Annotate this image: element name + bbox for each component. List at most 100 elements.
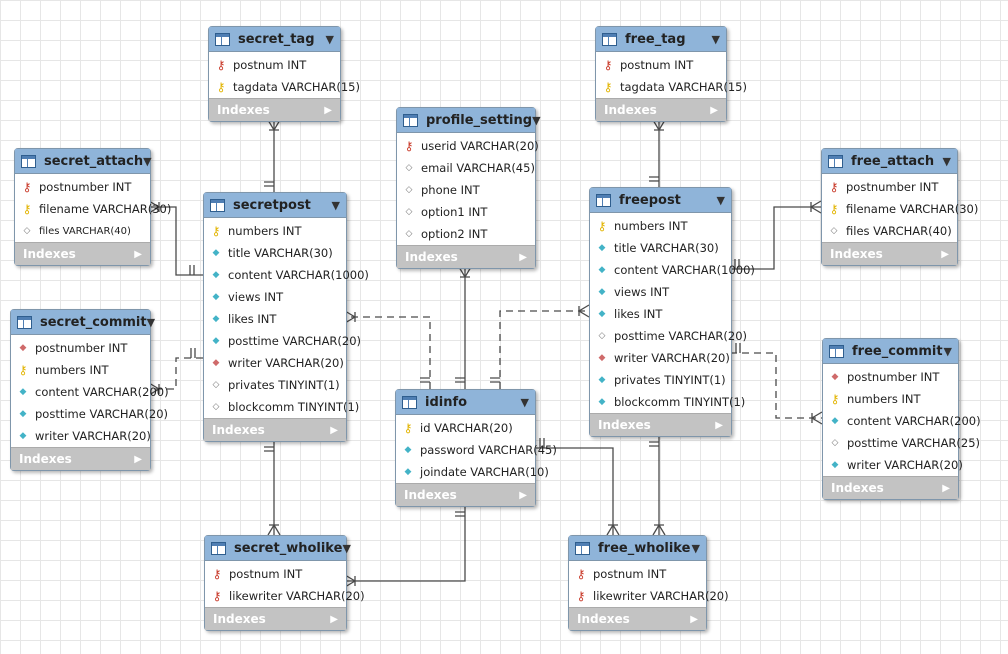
column-row[interactable]: ◆posttime VARCHAR(20): [204, 330, 362, 352]
indexes-footer[interactable]: Indexes▶: [569, 607, 706, 630]
column-row[interactable]: ◇phone INT: [397, 179, 535, 201]
indexes-footer[interactable]: Indexes▶: [15, 242, 150, 265]
column-row[interactable]: ⚷postnum INT: [209, 54, 340, 76]
column-row[interactable]: ◆content VARCHAR(200): [11, 381, 169, 403]
table-secret-commit[interactable]: secret_commit ▼ ◆postnumber INT ⚷numbers…: [10, 309, 169, 471]
indexes-footer[interactable]: Indexes▶: [204, 418, 346, 441]
column-row[interactable]: ⚷userid VARCHAR(20): [397, 135, 539, 157]
column-row[interactable]: ⚷postnum INT: [596, 54, 726, 76]
table-free-attach[interactable]: free_attach ▼ ⚷postnumber INT ⚷filename …: [821, 148, 979, 266]
column-row[interactable]: ◆writer VARCHAR(20): [11, 425, 151, 447]
column-row[interactable]: ⚷postnum INT: [205, 563, 346, 585]
column-row[interactable]: ⚷postnum INT: [569, 563, 706, 585]
column-row[interactable]: ⚷tagdata VARCHAR(15): [596, 76, 747, 98]
column-row[interactable]: ◇email VARCHAR(45): [397, 157, 535, 179]
table-idinfo[interactable]: idinfo ▼ ⚷id VARCHAR(20) ◆password VARCH…: [395, 389, 557, 507]
table-header[interactable]: free_wholike ▼: [569, 536, 706, 561]
column-row[interactable]: ⚷numbers INT: [204, 220, 346, 242]
column-row[interactable]: ◇privates TINYINT(1): [204, 374, 346, 396]
chevron-down-icon[interactable]: ▼: [143, 154, 152, 168]
chevron-right-icon[interactable]: ▶: [330, 613, 338, 625]
column-row[interactable]: ◆password VARCHAR(45): [396, 439, 557, 461]
column-row[interactable]: ⚷id VARCHAR(20): [396, 417, 535, 439]
chevron-right-icon[interactable]: ▶: [519, 489, 527, 501]
column-row[interactable]: ◆content VARCHAR(200): [823, 410, 981, 432]
table-header[interactable]: secretpost ▼: [204, 193, 346, 218]
chevron-down-icon[interactable]: ▼: [711, 32, 720, 46]
chevron-right-icon[interactable]: ▶: [690, 613, 698, 625]
column-row[interactable]: ◆blockcomm TINYINT(1): [590, 391, 746, 413]
chevron-down-icon[interactable]: ▼: [943, 344, 952, 358]
column-row[interactable]: ◆privates TINYINT(1): [590, 369, 731, 391]
indexes-footer[interactable]: Indexes▶: [596, 98, 726, 121]
chevron-right-icon[interactable]: ▶: [324, 104, 332, 116]
column-row[interactable]: ◆title VARCHAR(30): [590, 237, 731, 259]
column-row[interactable]: ◆content VARCHAR(1000): [204, 264, 369, 286]
chevron-down-icon[interactable]: ▼: [520, 395, 529, 409]
column-row[interactable]: ◆content VARCHAR(1000): [590, 259, 755, 281]
column-row[interactable]: ◇posttime VARCHAR(25): [823, 432, 981, 454]
column-row[interactable]: ◇files VARCHAR(40): [822, 220, 957, 242]
chevron-down-icon[interactable]: ▼: [331, 198, 340, 212]
table-header[interactable]: secret_attach ▼: [15, 149, 152, 174]
column-row[interactable]: ◆writer VARCHAR(20): [823, 454, 963, 476]
column-row[interactable]: ⚷likewriter VARCHAR(20): [569, 585, 729, 607]
chevron-down-icon[interactable]: ▼: [325, 32, 334, 46]
table-free-tag[interactable]: free_tag ▼ ⚷postnum INT ⚷tagdata VARCHAR…: [595, 26, 747, 122]
column-row[interactable]: ⚷postnumber INT: [822, 176, 957, 198]
column-row[interactable]: ⚷numbers INT: [590, 215, 731, 237]
table-header[interactable]: secret_wholike ▼: [205, 536, 351, 561]
chevron-right-icon[interactable]: ▶: [330, 424, 338, 436]
column-row[interactable]: ◇option2 INT: [397, 223, 535, 245]
column-row[interactable]: ⚷likewriter VARCHAR(20): [205, 585, 365, 607]
column-row[interactable]: ⚷postnumber INT: [15, 176, 150, 198]
column-row[interactable]: ◆likes INT: [590, 303, 731, 325]
column-row[interactable]: ◇blockcomm TINYINT(1): [204, 396, 360, 418]
chevron-down-icon[interactable]: ▼: [146, 315, 156, 329]
table-secret-tag[interactable]: secret_tag ▼ ⚷postnum INT ⚷tagdata VARCH…: [208, 26, 360, 122]
column-row[interactable]: ◆writer VARCHAR(20): [590, 347, 731, 369]
column-row[interactable]: ⚷filename VARCHAR(30): [15, 198, 172, 220]
table-header[interactable]: free_attach ▼: [822, 149, 957, 174]
table-header[interactable]: idinfo ▼: [396, 390, 535, 415]
chevron-down-icon[interactable]: ▼: [716, 193, 725, 207]
column-row[interactable]: ◆postnumber INT: [823, 366, 958, 388]
column-row[interactable]: ⚷tagdata VARCHAR(15): [209, 76, 360, 98]
table-profile-setting[interactable]: profile_setting ▼ ⚷userid VARCHAR(20) ◇e…: [396, 107, 541, 269]
chevron-right-icon[interactable]: ▶: [134, 453, 142, 465]
column-row[interactable]: ◇files VARCHAR(40): [15, 220, 150, 242]
table-header[interactable]: free_tag ▼: [596, 27, 726, 52]
table-header[interactable]: secret_tag ▼: [209, 27, 340, 52]
chevron-down-icon[interactable]: ▼: [342, 541, 351, 555]
table-free-wholike[interactable]: free_wholike ▼ ⚷postnum INT ⚷likewriter …: [568, 535, 729, 631]
chevron-right-icon[interactable]: ▶: [715, 419, 723, 431]
table-secretpost[interactable]: secretpost ▼ ⚷numbers INT ◆title VARCHAR…: [203, 192, 369, 442]
column-row[interactable]: ◆title VARCHAR(30): [204, 242, 346, 264]
indexes-footer[interactable]: Indexes▶: [397, 245, 535, 268]
indexes-footer[interactable]: Indexes▶: [590, 413, 731, 436]
table-free-commit[interactable]: free_commit ▼ ◆postnumber INT ⚷numbers I…: [822, 338, 981, 500]
table-header[interactable]: freepost ▼: [590, 188, 731, 213]
table-header[interactable]: secret_commit ▼: [11, 310, 155, 335]
column-row[interactable]: ⚷numbers INT: [823, 388, 958, 410]
chevron-down-icon[interactable]: ▼: [691, 541, 700, 555]
table-secret-attach[interactable]: secret_attach ▼ ⚷postnumber INT ⚷filenam…: [14, 148, 172, 266]
indexes-footer[interactable]: Indexes▶: [823, 476, 958, 499]
chevron-down-icon[interactable]: ▼: [942, 154, 951, 168]
column-row[interactable]: ⚷numbers INT: [11, 359, 150, 381]
column-row[interactable]: ◆joindate VARCHAR(10): [396, 461, 549, 483]
indexes-footer[interactable]: Indexes▶: [11, 447, 150, 470]
indexes-footer[interactable]: Indexes▶: [205, 607, 346, 630]
column-row[interactable]: ◇posttime VARCHAR(20): [590, 325, 748, 347]
column-row[interactable]: ◇option1 INT: [397, 201, 535, 223]
indexes-footer[interactable]: Indexes▶: [209, 98, 340, 121]
indexes-footer[interactable]: Indexes▶: [396, 483, 535, 506]
column-row[interactable]: ⚷filename VARCHAR(30): [822, 198, 979, 220]
chevron-right-icon[interactable]: ▶: [942, 482, 950, 494]
table-secret-wholike[interactable]: secret_wholike ▼ ⚷postnum INT ⚷likewrite…: [204, 535, 365, 631]
column-row[interactable]: ◆posttime VARCHAR(20): [11, 403, 169, 425]
column-row[interactable]: ◆views INT: [204, 286, 346, 308]
table-freepost[interactable]: freepost ▼ ⚷numbers INT ◆title VARCHAR(3…: [589, 187, 755, 437]
indexes-footer[interactable]: Indexes▶: [822, 242, 957, 265]
chevron-right-icon[interactable]: ▶: [941, 248, 949, 260]
